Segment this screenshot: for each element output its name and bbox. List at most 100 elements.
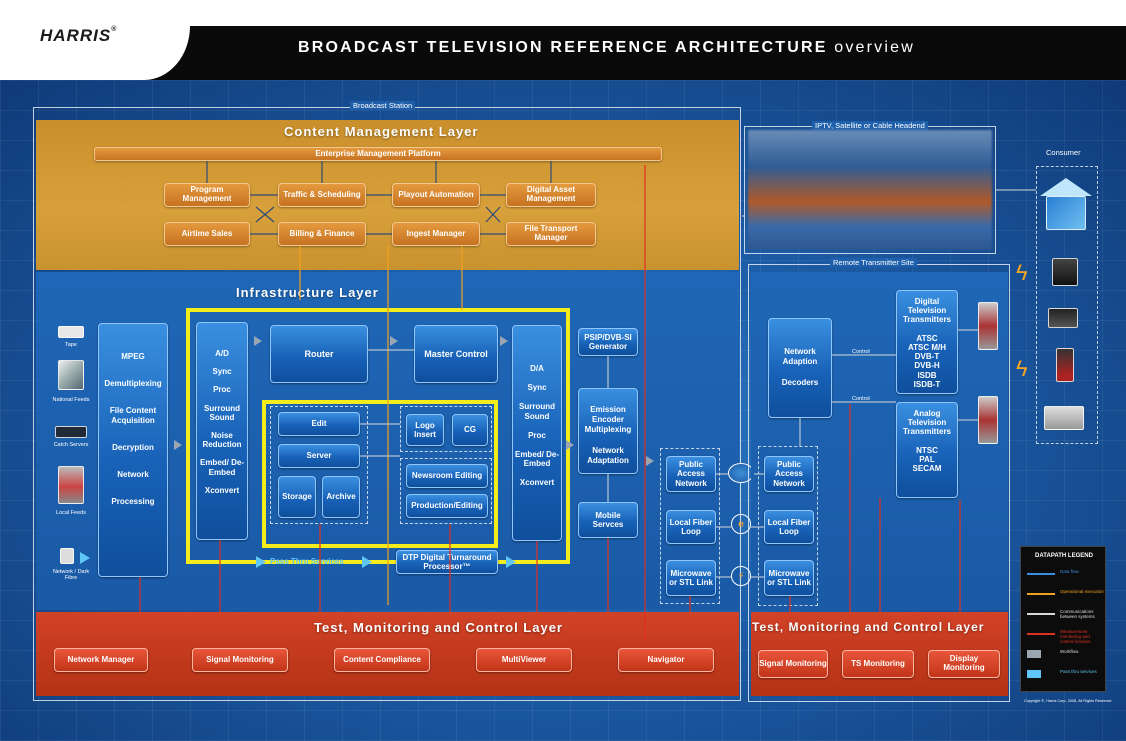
microwave-stl-remote-box[interactable]: Microwave or STL Link xyxy=(764,560,814,596)
legend-title: DATAPATH LEGEND xyxy=(1035,553,1093,559)
legend-label: Pass thru services xyxy=(1060,669,1097,674)
fibre-input-arrow xyxy=(80,552,90,564)
transmitter-rack-1 xyxy=(978,302,998,350)
home-viewers-icon xyxy=(1046,196,1086,230)
local-fiber-loop-box[interactable]: Local Fiber Loop xyxy=(666,510,716,544)
national-feeds-label: National Feeds xyxy=(52,397,90,403)
digitaltx-line-9: ISDB-T xyxy=(913,379,941,389)
workflow-arrow-6 xyxy=(646,456,654,466)
legend-label: Measurement monitoring and control funct… xyxy=(1060,629,1091,645)
adcol-line-4: Noise Reduction xyxy=(202,430,242,450)
legend-swatch xyxy=(1027,670,1041,678)
file-transport-manager-box[interactable]: File Transport Manager xyxy=(506,222,596,246)
catch-servers-label: Catch Servers xyxy=(53,442,89,448)
digitaltx-line-1: Television xyxy=(907,306,947,316)
netadapt-line-0: Network xyxy=(784,347,816,356)
edit-box[interactable]: Edit xyxy=(278,412,360,436)
production-editing-box[interactable]: Production/Editing xyxy=(406,494,488,518)
infrastructure-highlight-inner xyxy=(262,400,498,548)
adcol-line-1: Sync xyxy=(212,367,232,377)
logo-insert-box[interactable]: Logo Insert xyxy=(406,414,444,446)
local-fiber-loop-remote-box[interactable]: Local Fiber Loop xyxy=(764,510,814,544)
display-monitoring-box[interactable]: Display Monitoring xyxy=(928,650,1000,678)
emission-line-5: Adaptation xyxy=(587,455,629,465)
multiviewer-box[interactable]: MultiViewer xyxy=(476,648,572,672)
ingest-manager-box[interactable]: Ingest Manager xyxy=(392,222,480,246)
dacol-line-4: Embed/ De-Embed xyxy=(514,449,559,469)
airtime-sales-box[interactable]: Airtime Sales xyxy=(164,222,250,246)
catch-servers-icon xyxy=(55,426,87,438)
master-control-box[interactable]: Master Control xyxy=(414,325,498,383)
legend-item: Data flow xyxy=(1027,567,1105,581)
local-feeds-label: Local Feeds xyxy=(56,510,86,516)
router-box[interactable]: Router xyxy=(270,325,368,383)
remote-distribution-group xyxy=(758,446,818,606)
digitaltx-line-6: DVB-T xyxy=(914,352,940,362)
consumer-frame xyxy=(1036,166,1098,444)
server-box[interactable]: Server xyxy=(278,444,360,468)
headend-image xyxy=(748,130,992,250)
microwave-stl-box[interactable]: Microwave or STL Link xyxy=(666,560,716,596)
emission-line-4: Network xyxy=(592,445,624,455)
legend-swatch xyxy=(1027,613,1055,615)
billing-finance-box[interactable]: Billing & Finance xyxy=(278,222,366,246)
navigator-box[interactable]: Navigator xyxy=(618,648,714,672)
emission-line-1: Encoder xyxy=(591,415,624,425)
psip-generator-box[interactable]: PSIP/DVB-SI Generator xyxy=(578,328,638,356)
legend-label: Communications between systems xyxy=(1060,609,1095,620)
remote-site-label: Remote Transmitter Site xyxy=(830,258,917,267)
analogtx-line-4: NTSC xyxy=(916,445,938,455)
digital-asset-management-box[interactable]: Digital Asset Management xyxy=(506,183,596,207)
edit-server-group xyxy=(270,406,368,524)
broadcast-station-label: Broadcast Station xyxy=(350,101,416,110)
mpeg-line-3: Decryption xyxy=(112,442,154,452)
emission-line-0: Emission xyxy=(590,405,626,414)
mpeg-line-2: File Content Acquisition xyxy=(109,406,157,425)
digitaltx-line-8: ISDB xyxy=(917,370,937,380)
content-layer-title: Content Management Layer xyxy=(284,124,479,139)
public-access-network-remote-box[interactable]: Public Access Network xyxy=(764,456,814,492)
analogtx-line-0: Analog xyxy=(913,409,941,418)
mobile-services-box[interactable]: Mobile Servces xyxy=(578,502,638,538)
playout-automation-box[interactable]: Playout Automation xyxy=(392,183,480,207)
content-compliance-box[interactable]: Content Compliance xyxy=(334,648,430,672)
pass-thru-arrow-2 xyxy=(362,556,372,568)
dtp-processor-box[interactable]: DTP Digital Turnaround Processor™ xyxy=(396,550,498,574)
program-management-box[interactable]: Program Management xyxy=(164,183,250,207)
logo-area xyxy=(0,0,190,80)
dacol-line-0: D/A xyxy=(530,364,544,373)
traffic-scheduling-box[interactable]: Traffic & Scheduling xyxy=(278,183,366,207)
public-access-network-box[interactable]: Public Access Network xyxy=(666,456,716,492)
legend-item: Operational execution xyxy=(1027,587,1105,601)
mpeg-line-4: Network xyxy=(117,469,149,479)
digitaltx-line-0: Digital xyxy=(914,297,940,306)
signal-monitoring-box[interactable]: Signal Monitoring xyxy=(192,648,288,672)
network-manager-box[interactable]: Network Manager xyxy=(54,648,148,672)
analogtx-line-1: Television xyxy=(907,418,947,428)
storage-box[interactable]: Storage xyxy=(278,476,316,518)
archive-box[interactable]: Archive xyxy=(322,476,360,518)
transmitter-rack-2 xyxy=(978,396,998,444)
netadapt-line-1: Adaption xyxy=(782,357,818,367)
newsroom-editing-box[interactable]: Newsroom Editing xyxy=(406,464,488,488)
signal-monitoring-remote-box[interactable]: Signal Monitoring xyxy=(758,650,828,678)
car-icon xyxy=(1044,406,1084,430)
broadcast-signal-icon-2: ϟ xyxy=(1016,356,1028,381)
cg-box[interactable]: CG xyxy=(452,414,488,446)
enterprise-management-platform[interactable]: Enterprise Management Platform xyxy=(94,147,662,161)
adcol-line-3: Surround Sound xyxy=(204,403,240,422)
mpeg-line-5: Processing xyxy=(111,497,155,507)
legend-label: Data flow xyxy=(1060,569,1079,574)
workflow-arrow-1 xyxy=(254,336,262,346)
dacol-line-2: Surround Sound xyxy=(519,402,555,421)
control-label-2: Control xyxy=(852,396,870,402)
ts-monitoring-box[interactable]: TS Monitoring xyxy=(842,650,914,678)
